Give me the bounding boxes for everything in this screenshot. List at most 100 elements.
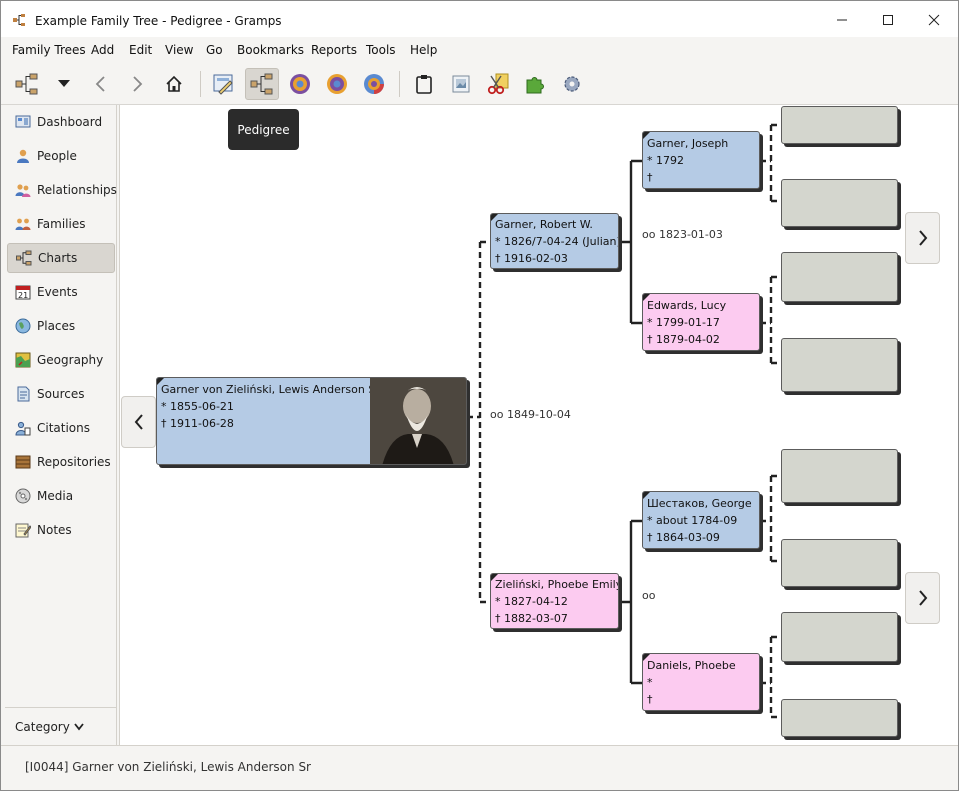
- menu-reports[interactable]: Reports: [311, 43, 358, 57]
- media-icon: [15, 488, 31, 504]
- scissors-icon: [487, 73, 509, 95]
- close-icon: [928, 14, 940, 26]
- empty-person-box[interactable]: [781, 106, 898, 144]
- back-arrow-icon: [95, 76, 105, 92]
- box-corner-marker: [643, 132, 650, 139]
- box-corner-marker: [491, 214, 498, 221]
- sidebar-item-label: Relationships: [37, 183, 117, 197]
- chevron-right-icon: [918, 230, 927, 246]
- clipboard-button[interactable]: [407, 68, 441, 100]
- dashboard-icon: [15, 115, 31, 128]
- empty-person-box[interactable]: [781, 699, 898, 737]
- person-death: † 1911-06-28: [161, 417, 234, 430]
- back-button[interactable]: [84, 68, 118, 100]
- sidebar-item-geography[interactable]: Geography: [7, 345, 115, 375]
- gramps-app-icon: [13, 14, 25, 26]
- two-way-fan-icon: [364, 74, 384, 94]
- menu-tools[interactable]: Tools: [366, 43, 396, 57]
- menu-edit[interactable]: Edit: [129, 43, 153, 57]
- plugin-button[interactable]: [518, 68, 552, 100]
- two-way-fan-button[interactable]: [357, 68, 391, 100]
- sidebar-item-media[interactable]: Media: [7, 481, 115, 511]
- fan-chart-button[interactable]: [283, 68, 317, 100]
- person-box-paternal-grandfather[interactable]: Garner, Joseph * 1792 †: [642, 131, 760, 189]
- gear-icon: [564, 76, 580, 92]
- person-box-mother[interactable]: Zieliński, Phoebe Emily * 1827-04-12 † 1…: [490, 573, 619, 629]
- menu-family-trees[interactable]: Family Trees: [12, 43, 86, 57]
- minimize-button[interactable]: [819, 7, 865, 33]
- family-trees-button[interactable]: [10, 68, 44, 100]
- places-icon: [15, 318, 31, 334]
- empty-person-box[interactable]: [781, 539, 898, 587]
- sidebar-item-places[interactable]: Places: [7, 311, 115, 341]
- navigate-ancestors-lower-button[interactable]: [905, 572, 940, 624]
- sidebar-item-relationships[interactable]: Relationships: [7, 175, 117, 205]
- toolbar-separator: [399, 71, 400, 97]
- empty-person-box[interactable]: [781, 252, 898, 302]
- chevron-right-icon: [918, 590, 927, 606]
- sidebar-item-people[interactable]: People: [7, 141, 115, 171]
- sidebar-item-charts[interactable]: Charts: [7, 243, 115, 273]
- person-box-maternal-grandfather[interactable]: Шестаков, George * about 1784-09 † 1864-…: [642, 491, 760, 549]
- sidebar-item-label: Notes: [37, 523, 72, 537]
- clipboard-icon: [416, 75, 432, 94]
- sidebar-item-events[interactable]: 21 Events: [7, 277, 115, 307]
- cut-button[interactable]: [481, 68, 515, 100]
- sidebar-item-label: Citations: [37, 421, 91, 435]
- pedigree-connectors: [467, 123, 781, 719]
- sidebar-item-citations[interactable]: Citations: [7, 413, 115, 443]
- category-selector[interactable]: Category: [5, 707, 116, 745]
- descendant-fan-button[interactable]: [320, 68, 354, 100]
- navigate-ancestors-upper-button[interactable]: [905, 212, 940, 264]
- person-box-father[interactable]: Garner, Robert W. * 1826/7-04-24 (Julian…: [490, 213, 619, 269]
- media-reference-button[interactable]: [444, 68, 478, 100]
- menu-add[interactable]: Add: [91, 43, 115, 57]
- empty-person-box[interactable]: [781, 338, 898, 392]
- title-bar: Example Family Tree - Pedigree - Gramps: [1, 1, 958, 37]
- sidebar-item-dashboard[interactable]: Dashboard: [7, 107, 115, 137]
- sidebar-item-repositories[interactable]: Repositories: [7, 447, 115, 477]
- person-birth: * 1799-01-17: [647, 316, 720, 329]
- sidebar-item-sources[interactable]: Sources: [7, 379, 115, 409]
- home-button[interactable]: [157, 68, 191, 100]
- sidebar-item-notes[interactable]: Notes: [7, 515, 115, 545]
- menu-view[interactable]: View: [165, 43, 194, 57]
- marriage-label-paternal: oo 1823-01-03: [642, 228, 723, 241]
- preferences-button[interactable]: [555, 68, 589, 100]
- person-name: Шестаков, George: [647, 497, 752, 510]
- configure-view-button[interactable]: [207, 68, 241, 100]
- person-box-maternal-grandmother[interactable]: Daniels, Phoebe * †: [642, 653, 760, 711]
- toolbar: [1, 63, 958, 105]
- dropdown-arrow-icon: [58, 80, 70, 87]
- maximize-button[interactable]: [865, 7, 911, 33]
- empty-person-box[interactable]: [781, 449, 898, 503]
- person-box-paternal-grandmother[interactable]: Edwards, Lucy * 1799-01-17 † 1879-04-02: [642, 293, 760, 351]
- person-death: †: [647, 171, 653, 184]
- sidebar-item-label: Sources: [37, 387, 85, 401]
- menu-bookmarks[interactable]: Bookmarks: [237, 43, 305, 57]
- sidebar-item-families[interactable]: Families: [7, 209, 115, 239]
- empty-person-box[interactable]: [781, 179, 898, 227]
- empty-person-box[interactable]: [781, 612, 898, 662]
- sidebar-item-label: Repositories: [37, 455, 111, 469]
- menu-go[interactable]: Go: [206, 43, 223, 57]
- svg-text:21: 21: [18, 291, 28, 300]
- forward-button[interactable]: [120, 68, 154, 100]
- fan-chart-icon: [290, 74, 310, 94]
- person-name: Garner, Joseph: [647, 137, 729, 150]
- descendant-fan-icon: [327, 74, 347, 94]
- family-trees-dropdown[interactable]: [47, 68, 81, 100]
- maximize-icon: [883, 15, 893, 25]
- close-button[interactable]: [911, 7, 957, 33]
- pedigree-view-button[interactable]: [245, 68, 279, 100]
- person-box-root[interactable]: Garner von Zieliński, Lewis Anderson Sr …: [156, 377, 467, 465]
- person-death: †: [647, 693, 653, 706]
- menu-help[interactable]: Help: [410, 43, 438, 57]
- person-birth: *: [647, 676, 653, 689]
- geography-icon: [15, 352, 31, 368]
- navigator-sidebar: Dashboard People Relationships Families …: [5, 105, 117, 745]
- events-icon: 21: [15, 285, 31, 300]
- home-icon: [166, 75, 182, 92]
- navigate-child-button[interactable]: [121, 396, 156, 448]
